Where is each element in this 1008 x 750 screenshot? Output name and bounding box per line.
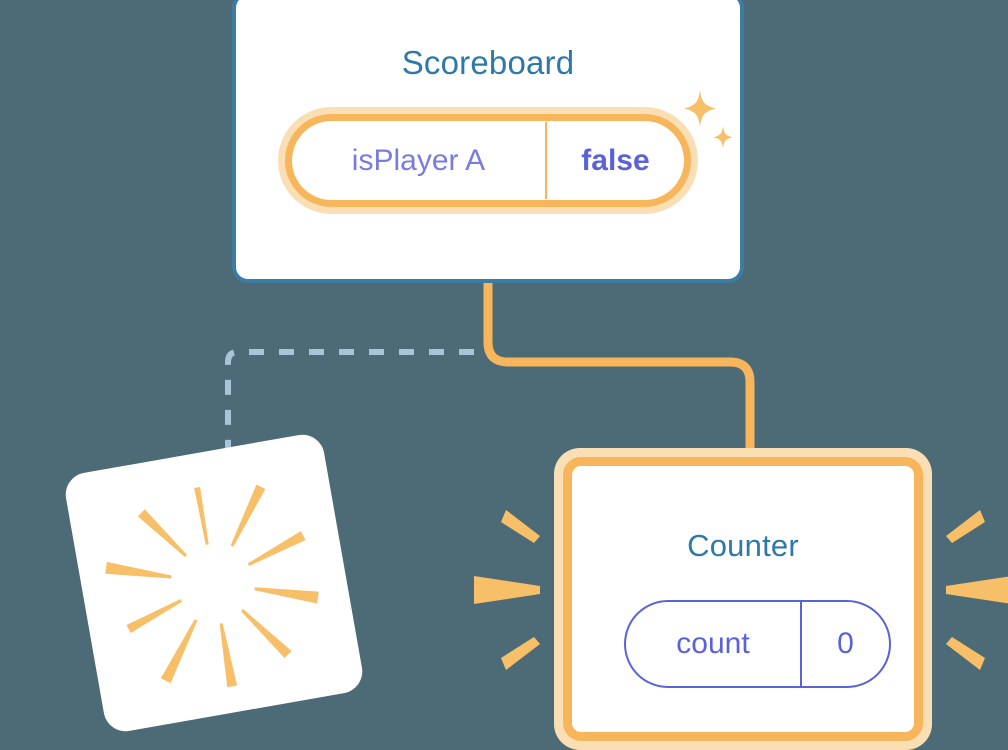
counter-state-pill[interactable]: count 0: [624, 600, 891, 688]
counter-pill-key: count: [676, 627, 750, 660]
scoreboard-pill-divider: [545, 122, 547, 199]
scoreboard-pill-inner: isPlayer A false: [285, 114, 691, 207]
counter-pill-divider: [800, 602, 802, 686]
scoreboard-pill-key: isPlayer A: [351, 143, 486, 177]
connector-scoreboard-to-counter: [483, 280, 755, 470]
blank-rotated-card[interactable]: [62, 431, 366, 735]
counter-pill-value: 0: [837, 627, 854, 660]
scoreboard-card[interactable]: Scoreboard isPlayer A false: [232, 0, 744, 283]
scoreboard-title: Scoreboard: [401, 44, 575, 81]
scoreboard-state-pill[interactable]: isPlayer A false: [278, 107, 698, 214]
counter-card[interactable]: Counter count 0: [554, 448, 932, 750]
scoreboard-pill-value: false: [581, 143, 650, 177]
counter-card-inner: Counter count 0: [563, 457, 923, 741]
connector-scoreboard-to-blank-card: [225, 349, 474, 477]
counter-title: Counter: [687, 528, 799, 563]
